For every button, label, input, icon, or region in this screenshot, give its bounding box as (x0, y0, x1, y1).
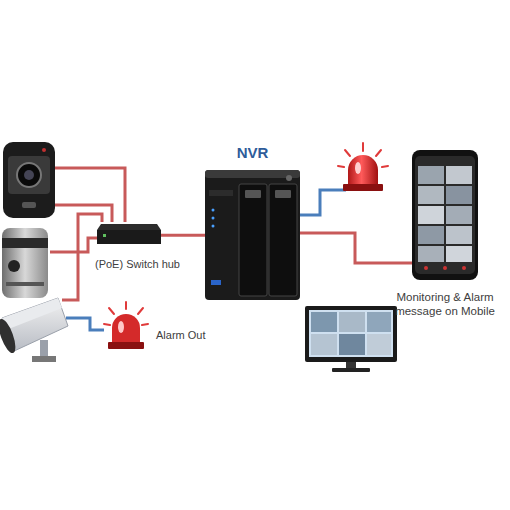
node-label: (PoE) Switch hub (95, 257, 180, 271)
mobile-phone: Monitoring & Alarm message on Mobile (412, 150, 478, 280)
nvr-shape (205, 170, 300, 300)
alarm-beacon (338, 143, 388, 191)
switch-hub: (PoE) Switch hub (97, 222, 161, 246)
network-cable (300, 233, 412, 263)
phone-shape (412, 150, 478, 280)
box-camera (2, 228, 48, 298)
node-label: Monitoring & Alarm message on Mobile (385, 290, 505, 318)
monitor (305, 306, 397, 372)
bullet-camera (0, 298, 68, 362)
node-label: NVR (205, 146, 300, 160)
beacon-shape (104, 302, 148, 350)
node-label: Alarm Out (156, 328, 206, 342)
network-cable (161, 234, 205, 237)
alarm-out-beacon: Alarm Out (104, 302, 148, 350)
face-camera (3, 142, 55, 218)
switch-shape (97, 222, 161, 246)
nvr-device: NVR (205, 170, 300, 300)
